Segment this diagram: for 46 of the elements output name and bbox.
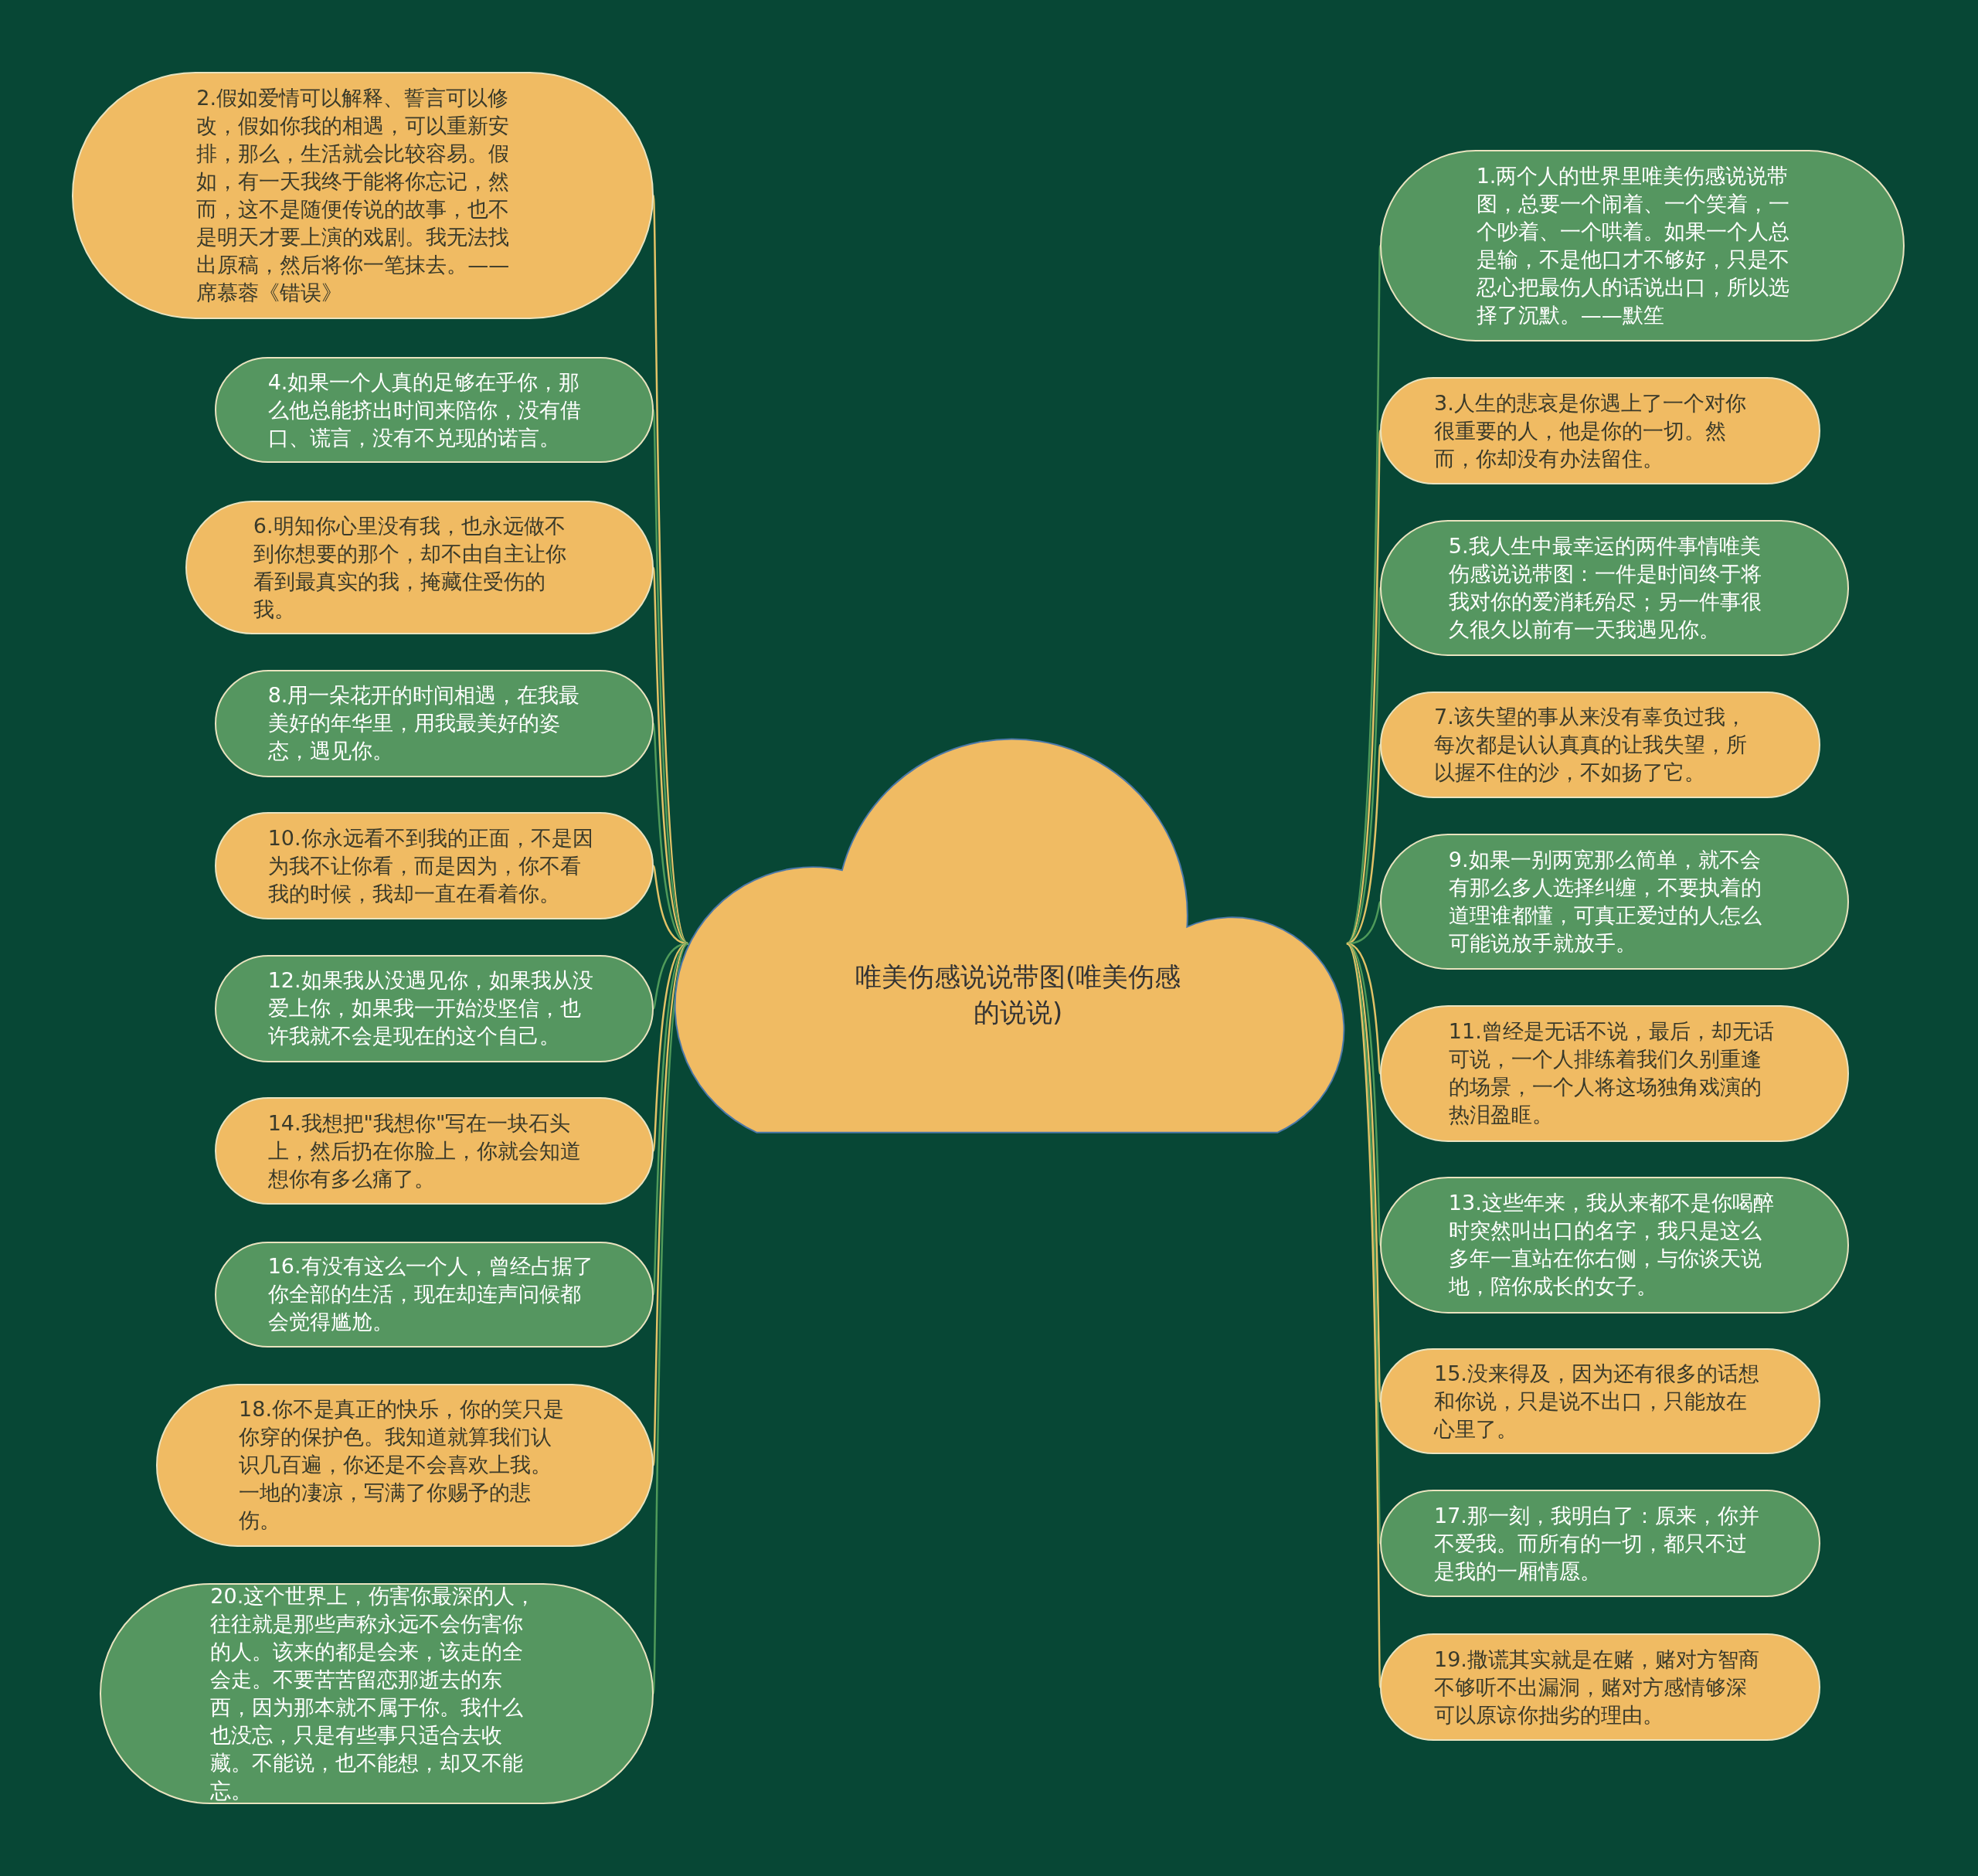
quote-text: 13.这些年来，我从来都不是你喝醉时突然叫出口的名字，我只是这么多年一直站在你右侧，与你谈天说地，陪你成长的女子。	[1448, 1190, 1775, 1300]
quote-text: 15.没来得及，因为还有很多的话想和你说，只是说不出口，只能放在心里了。	[1434, 1360, 1760, 1443]
topic-pill	[156, 1384, 654, 1547]
topic-pill	[214, 669, 654, 777]
quote-text: 2.假如爱情可以解释、誓言可以修改，假如你我的相遇，可以重新安排，那么，生活就会比较容易。假如，有一天我终于能将你忘记，然而，这不是随便传说的故事，也不是明天才要上演的戏剧。我无法找出原稿，然后将你一笔抹去。——席慕蓉《错误》	[196, 85, 511, 307]
quote-text: 9.如果一别两宽那么简单，就不会有那么多人选择纠缠，不要执着的道理谁都懂，可真正爱过的人怎么可能说放手就放手。	[1448, 847, 1762, 957]
quote-text: 3.人生的悲哀是你遇上了一个对你很重要的人，他是你的一切。然而，你却没有办法留住。	[1434, 389, 1747, 472]
central-topic: 唯美伤感说说带图(唯美伤感的说说)	[854, 960, 1182, 1029]
connector-line	[652, 567, 689, 945]
quote-text: 1.两个人的世界里唯美伤感说说带图，总要一个闹着、一个笑着，一个吵着、一个哄着。如果一个人总是输，不是他口才不够好，只是不忍心把最伤人的话说出口，所以选择了沉默。——默笙	[1476, 163, 1790, 329]
topic-pill	[99, 1582, 654, 1804]
quote-text: 7.该失望的事从来没有辜负过我，每次都是认认真真的让我失望，所以握不住的沙，不如扬了它。	[1434, 704, 1748, 787]
quote-text: 10.你永远看不到我的正面，不是因为我不让你看，而是因为，你不看我的时候，我却一直在看着你。	[267, 824, 594, 907]
topic-pill	[1380, 691, 1820, 799]
topic-pill	[214, 1097, 654, 1205]
quote-text: 16.有没有这么一个人，曾经占据了你全部的生活，现在却连声问候都会觉得尴尬。	[267, 1253, 594, 1336]
connector-line	[1345, 943, 1382, 1687]
topic-pill	[185, 501, 654, 635]
topic-pill	[1380, 1348, 1820, 1455]
topic-pill	[1380, 1005, 1850, 1142]
topic-pill	[1380, 150, 1905, 342]
topic-pill	[1380, 519, 1850, 656]
quote-text: 5.我人生中最幸运的两件事情唯美伤感说说带图：一件是时间终于将我对你的爱消耗殆尽；另一件事很久很久以前有一天我遇见你。	[1448, 532, 1762, 643]
topic-pill	[1380, 1490, 1820, 1597]
connector-line	[652, 943, 689, 1694]
connector-line	[652, 943, 689, 1295]
quote-text: 8.用一朵花开的时间相遇，在我最美好的年华里，用我最美好的姿态，遇见你。	[267, 682, 581, 765]
connector-line	[1346, 943, 1382, 1074]
connector-line	[652, 943, 688, 1009]
topic-pill	[1380, 1633, 1820, 1742]
topic-pill	[72, 72, 654, 320]
quote-text: 18.你不是真正的快乐，你的笑只是你穿的保护色。我知道就算我们认识几百遍，你还是不会喜欢上我。一地的凄凉，写满了你赐予的悲伤。	[239, 1396, 565, 1534]
topic-pill	[1380, 1177, 1850, 1314]
connector-line	[1345, 430, 1382, 944]
quote-text: 14.我想把"我想你"写在一块石头上，然后扔在你脸上，你就会知道想你有多么痛了。	[267, 1110, 582, 1192]
quote-text: 6.明知你心里没有我，也永远做不到你想要的那个，却不由自主让你看到最真实的我，掩藏住受伤的我。	[253, 512, 567, 623]
quote-text: 12.如果我从没遇见你，如果我从没爱上你，如果我一开始没坚信，也许我就不会是现在的这个自己。	[267, 967, 594, 1050]
topic-pill	[214, 1241, 654, 1348]
topic-pill	[214, 357, 654, 464]
quote-text: 19.撒谎其实就是在赌，赌对方智商不够听不出漏洞，赌对方感情够深可以原谅你拙劣的理由。	[1434, 1646, 1760, 1728]
connector-line	[1346, 587, 1382, 945]
quote-text: 11.曾经是无话不说，最后，却无话可说，一个人排练着我们久别重逢的场景，一个人将这场独角戏演的热泪盈眶。	[1448, 1018, 1775, 1129]
quote-text: 4.如果一个人真的足够在乎你，那么他总能挤出时间来陪你，没有借口、谎言，没有不兑现的诺言。	[267, 369, 582, 451]
quote-text: 20.这个世界上，伤害你最深的人，往往就是那些声称永远不会伤害你的人。该来的都是会来，该走的全会走。不要苦苦留恋那逝去的东西，因为那本就不属于你。我什么也没忘，只是有些事只适合去收藏。不能说，也不能想，却又不能忘。	[210, 1582, 537, 1804]
topic-pill	[1380, 377, 1820, 484]
quote-text: 17.那一刻，我明白了：原来，你并不爱我。而所有的一切，都只不过是我的一厢情愿。	[1434, 1502, 1760, 1585]
